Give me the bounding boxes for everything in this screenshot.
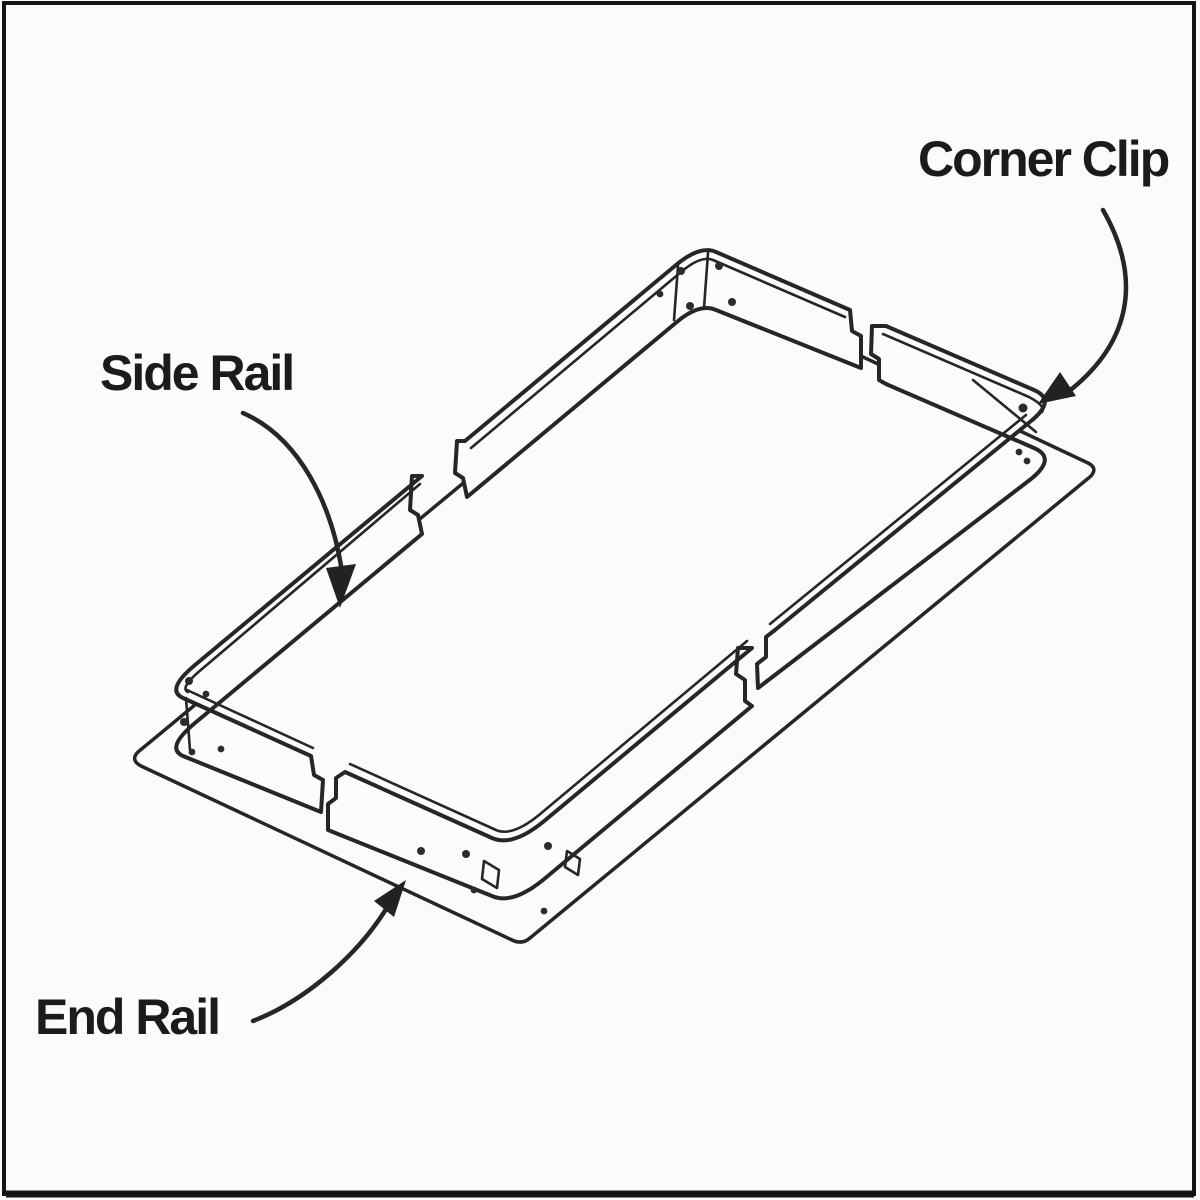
side-rail-arrowhead — [326, 564, 356, 608]
annotation-arrows — [240, 207, 1129, 1024]
rivet-holes — [180, 262, 1031, 915]
corner-clip-seams — [184, 251, 1038, 890]
rail-corner-piece-top — [453, 248, 863, 499]
corner-clip-arrowhead — [1038, 372, 1076, 404]
corner-clip-arrow — [1065, 207, 1129, 395]
base-flange-outline — [132, 281, 1096, 944]
rail-corner-piece-bottom — [326, 646, 754, 901]
end-rail-label: End Rail — [35, 989, 219, 1045]
rail-corner-piece-left — [174, 474, 424, 814]
end-rail-arrowhead — [374, 880, 406, 917]
side-rail-arrow — [240, 410, 345, 575]
end-rail-arrow — [250, 896, 395, 1024]
corner-clip-label: Corner Clip — [918, 131, 1169, 187]
side-rail-label: Side Rail — [100, 345, 293, 401]
